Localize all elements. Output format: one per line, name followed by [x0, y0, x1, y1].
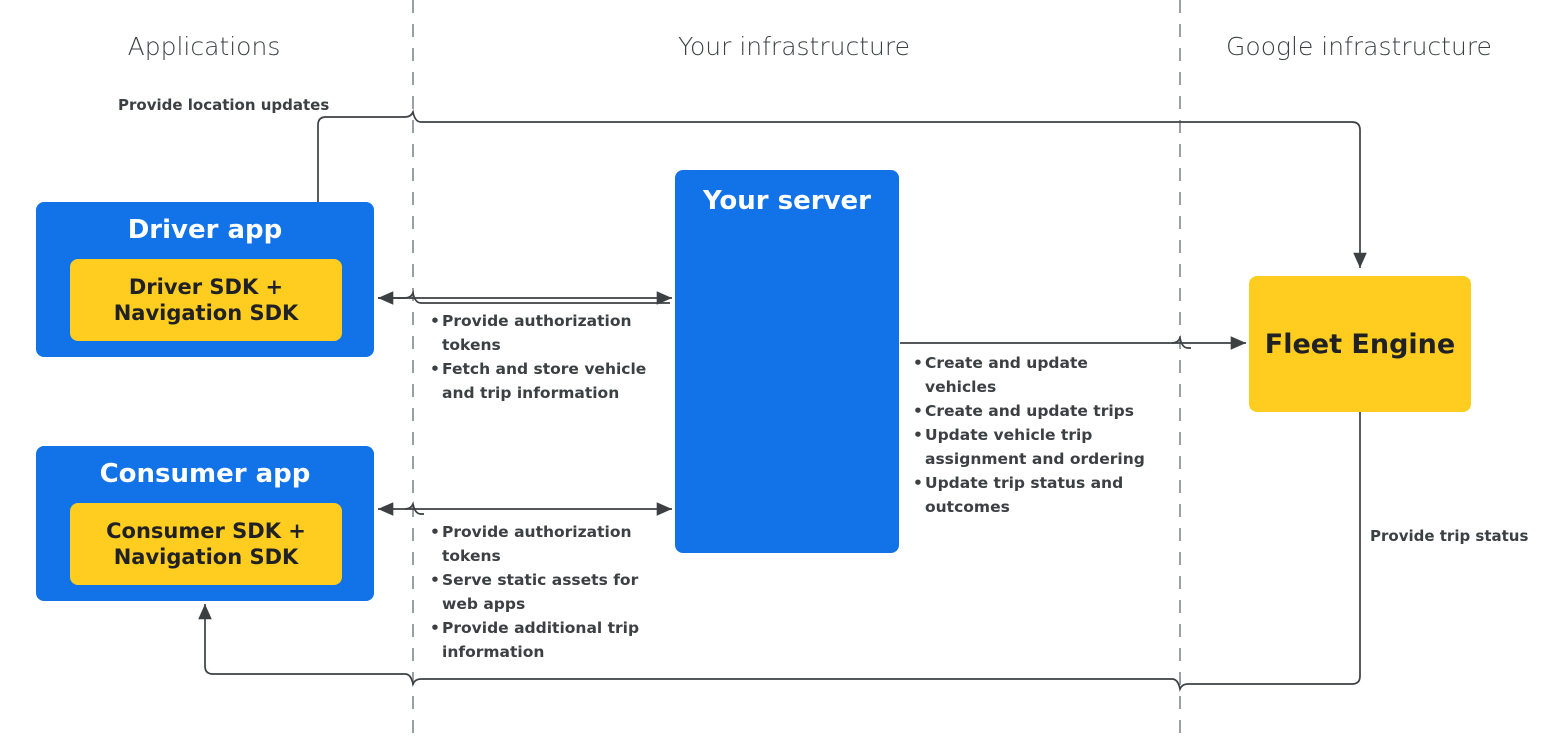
edge-server-fleet-engine	[900, 335, 1246, 350]
bullet-item: Serve static assets for web apps	[430, 568, 650, 616]
edge-driver-to-fleet-engine	[317, 109, 1367, 268]
column-header-google-infrastructure: Google infrastructure	[1226, 32, 1492, 61]
edge-label-provide-trip-status: Provide trip status	[1370, 527, 1529, 545]
bullet-list-driver-to-server: Provide authorization tokens Fetch and s…	[430, 309, 655, 405]
node-your-server[interactable]: Your server	[675, 170, 899, 553]
node-consumer-app-title: Consumer app	[99, 459, 311, 489]
node-fleet-engine[interactable]: Fleet Engine	[1249, 276, 1471, 412]
node-driver-sdk[interactable]: Driver SDK + Navigation SDK	[70, 259, 342, 341]
bullet-item: Provide authorization tokens	[430, 309, 655, 357]
node-driver-app-title: Driver app	[127, 215, 283, 245]
node-consumer-app[interactable]: Consumer app Consumer SDK + Navigation S…	[36, 446, 374, 601]
bullet-list-consumer-to-server: Provide authorization tokens Serve stati…	[430, 520, 650, 664]
node-driver-sdk-label: Driver SDK + Navigation SDK	[113, 274, 299, 325]
node-consumer-sdk-label: Consumer SDK + Navigation SDK	[106, 518, 306, 569]
bullet-item: Create and update trips	[913, 399, 1163, 423]
bullet-list-server-to-fleet-engine: Create and update vehicles Create and up…	[913, 351, 1163, 519]
bullet-item: Provide authorization tokens	[430, 520, 650, 568]
column-header-your-infrastructure: Your infrastructure	[678, 32, 910, 61]
bullet-item: Provide additional trip information	[430, 616, 650, 664]
bullet-item: Create and update vehicles	[913, 351, 1163, 399]
edge-driver-server	[378, 290, 672, 305]
edge-consumer-server	[378, 501, 672, 516]
edge-fleet-engine-to-consumer	[198, 412, 1361, 692]
column-header-applications: Applications	[127, 32, 281, 61]
bullet-item: Update trip status and outcomes	[913, 471, 1163, 519]
bullet-item: Fetch and store vehicle and trip informa…	[430, 357, 655, 405]
edge-label-provide-location-updates: Provide location updates	[118, 96, 330, 114]
bullet-item: Update vehicle trip assignment and order…	[913, 423, 1163, 471]
node-consumer-sdk[interactable]: Consumer SDK + Navigation SDK	[70, 503, 342, 585]
node-your-server-title: Your server	[702, 186, 872, 216]
node-driver-app[interactable]: Driver app Driver SDK + Navigation SDK	[36, 202, 374, 357]
node-fleet-engine-title: Fleet Engine	[1264, 328, 1456, 360]
